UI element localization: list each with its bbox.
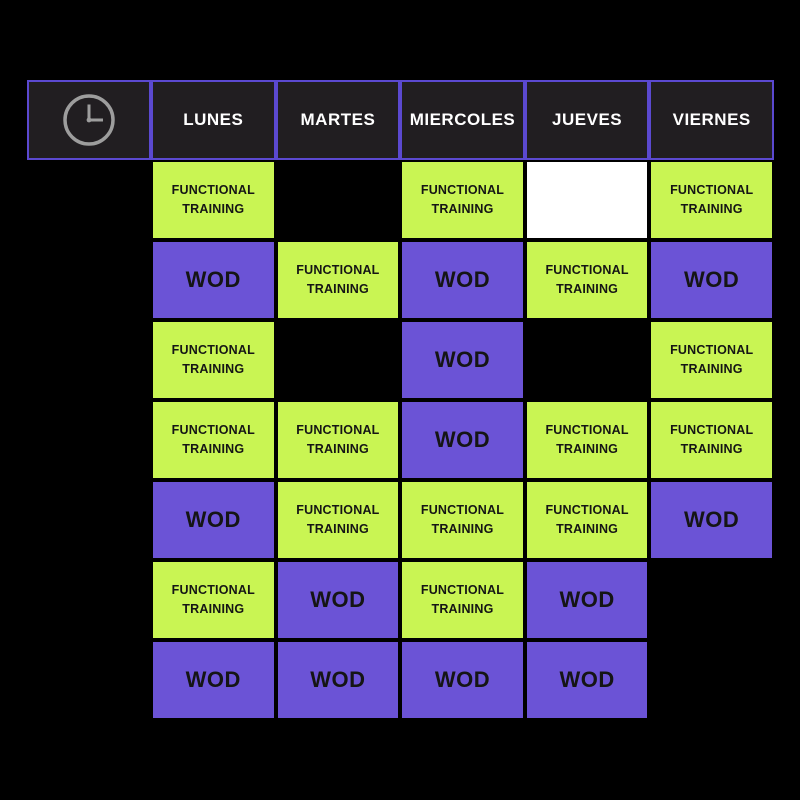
day-header-martes: MARTES [275, 80, 401, 160]
cell-martes-row7: WOD [275, 640, 401, 720]
day-header-viernes: VIERNES [649, 80, 774, 160]
cell-miercoles-row1: FUNCTIONAL TRAINING [400, 160, 525, 240]
cell-viernes-row1: FUNCTIONAL TRAINING [649, 160, 774, 240]
cell-lunes-row5: WOD [151, 480, 276, 560]
cell-jueves-row7: WOD [524, 640, 650, 720]
cell-lunes-row1: FUNCTIONAL TRAINING [151, 160, 276, 240]
cell-viernes-row6 [649, 560, 774, 640]
cell-martes-row5: FUNCTIONAL TRAINING [275, 480, 401, 560]
cell-martes-row2: FUNCTIONAL TRAINING [275, 240, 401, 320]
cell-viernes-row5: WOD [649, 480, 774, 560]
time-cell-row7 [27, 640, 151, 720]
cell-lunes-row2: WOD [151, 240, 276, 320]
cell-viernes-row2: WOD [649, 240, 774, 320]
cell-lunes-row3: FUNCTIONAL TRAINING [151, 320, 276, 400]
time-cell-row2 [27, 240, 151, 320]
cell-jueves-row5: FUNCTIONAL TRAINING [524, 480, 650, 560]
cell-viernes-row3: FUNCTIONAL TRAINING [649, 320, 774, 400]
time-cell-row6 [27, 560, 151, 640]
cell-viernes-row4: FUNCTIONAL TRAINING [649, 400, 774, 480]
cell-miercoles-row6: FUNCTIONAL TRAINING [400, 560, 525, 640]
cell-martes-row1 [276, 160, 401, 240]
header-row: LUNES MARTES MIERCOLES JUEVES VIERNES [27, 80, 774, 160]
time-column-header [27, 80, 151, 160]
cell-martes-row3 [276, 320, 401, 400]
time-cell-row4 [27, 400, 151, 480]
day-header-lunes: LUNES [151, 80, 276, 160]
cell-jueves-row2: FUNCTIONAL TRAINING [524, 240, 650, 320]
cell-lunes-row6: FUNCTIONAL TRAINING [151, 560, 276, 640]
cell-miercoles-row2: WOD [400, 240, 525, 320]
cell-jueves-row1 [524, 160, 650, 240]
cell-martes-row6: WOD [275, 560, 401, 640]
cell-miercoles-row5: FUNCTIONAL TRAINING [400, 480, 525, 560]
cell-jueves-row6: WOD [524, 560, 650, 640]
cell-lunes-row7: WOD [151, 640, 276, 720]
cell-miercoles-row4: WOD [400, 400, 525, 480]
cell-jueves-row3 [525, 320, 650, 400]
weekly-schedule-table: LUNES MARTES MIERCOLES JUEVES VIERNES FU… [27, 80, 774, 720]
cell-lunes-row4: FUNCTIONAL TRAINING [151, 400, 276, 480]
cell-martes-row4: FUNCTIONAL TRAINING [275, 400, 401, 480]
day-header-jueves: JUEVES [524, 80, 650, 160]
cell-viernes-row7 [649, 640, 774, 720]
clock-icon [63, 94, 115, 146]
time-cell-row1 [27, 160, 151, 240]
time-cell-row3 [27, 320, 151, 400]
day-header-miercoles: MIERCOLES [400, 80, 525, 160]
cell-jueves-row4: FUNCTIONAL TRAINING [524, 400, 650, 480]
cell-miercoles-row7: WOD [400, 640, 525, 720]
cell-miercoles-row3: WOD [400, 320, 525, 400]
time-cell-row5 [27, 480, 151, 560]
